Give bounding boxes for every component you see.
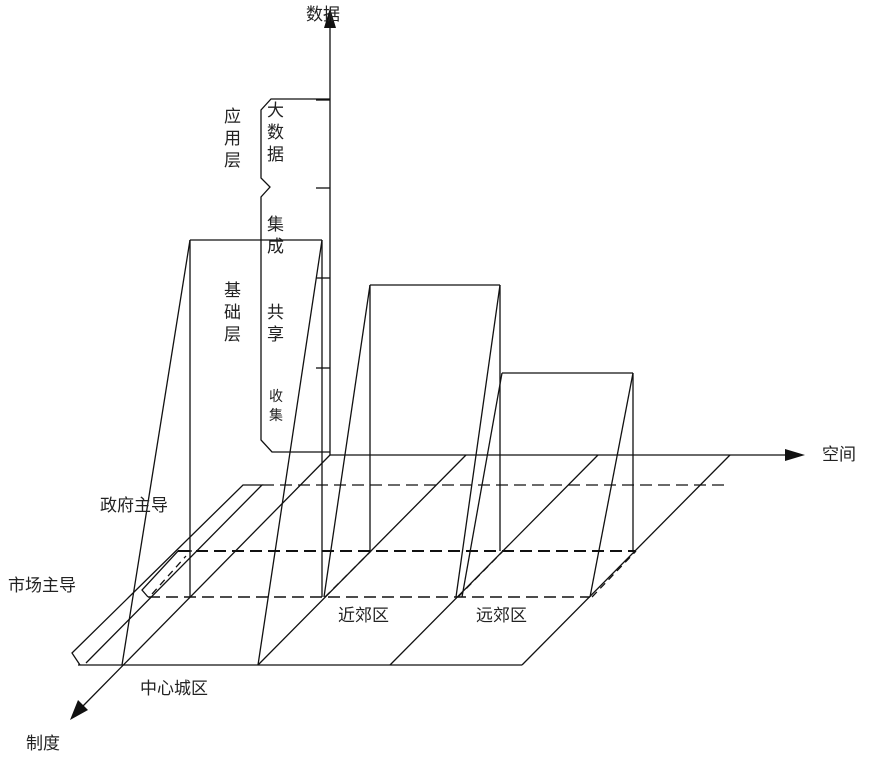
sharing-label: 共享 <box>267 303 284 345</box>
plane-divider <box>521 454 731 666</box>
far-suburb-label: 远郊区 <box>476 606 527 626</box>
dashed-connector <box>457 550 504 598</box>
application-layer-label: 应用层 <box>224 107 241 171</box>
arrowhead-right <box>785 449 805 461</box>
near-suburb-label: 近郊区 <box>338 606 389 626</box>
far-suburb-block <box>461 372 634 598</box>
dashed-connector <box>324 550 372 598</box>
collection-label: 收集 <box>269 389 283 424</box>
near-suburb-block <box>323 284 501 598</box>
big-data-label: 大数据 <box>267 101 284 165</box>
center-zone-label: 中心城区 <box>140 679 208 699</box>
diagonal-axis-label: 制度 <box>26 734 60 754</box>
market-led-label: 市场主导 <box>8 576 76 596</box>
diagonal-axis <box>81 454 331 708</box>
horizontal-axis-label: 空间 <box>822 445 856 465</box>
integration-label: 集成 <box>267 215 284 257</box>
dashed-connector <box>591 550 637 598</box>
arrowhead-up <box>324 8 336 28</box>
plane-left-strip <box>71 484 264 666</box>
layer-bracket <box>260 98 330 453</box>
arrowhead-diagonal <box>70 700 88 720</box>
center-zone-block <box>121 239 323 666</box>
government-led-label: 政府主导 <box>100 496 168 516</box>
dashed-strip <box>151 555 187 595</box>
vertical-axis-label: 数据 <box>306 5 340 25</box>
foundation-layer-label: 基础层 <box>224 281 241 345</box>
